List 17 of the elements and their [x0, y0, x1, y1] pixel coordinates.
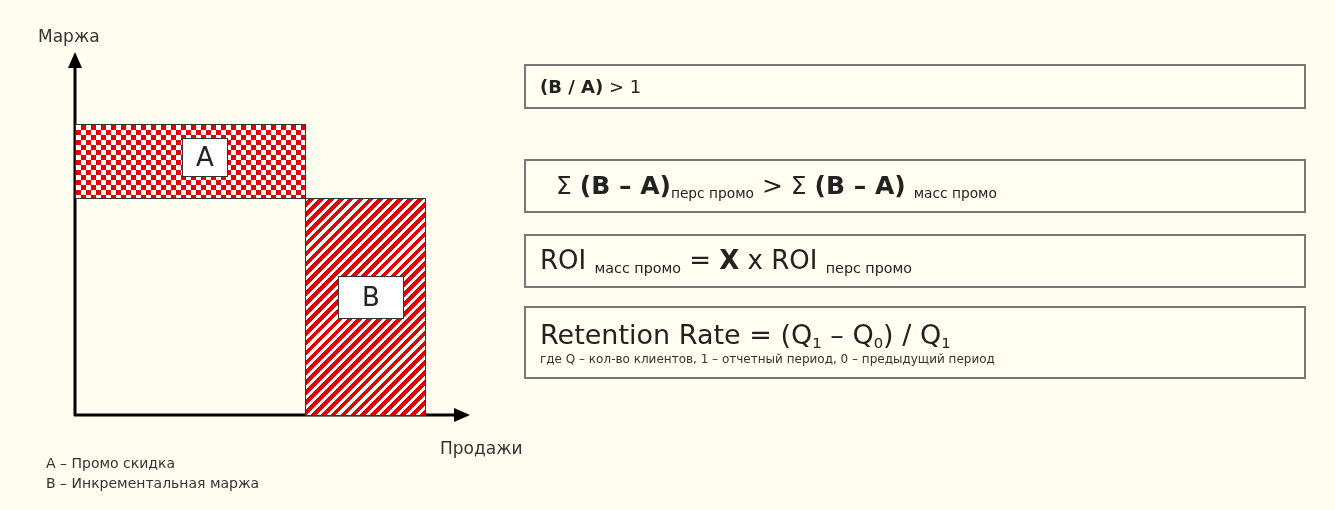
- legend-text: A – Промо скидка: [46, 455, 175, 471]
- formula-box: [524, 64, 1306, 109]
- formula-text: ROI $_{масс промо}$ = X x ROI $_{перс промо}$: [540, 245, 914, 277]
- axis-label: Продажи: [440, 438, 523, 458]
- striped-area: [305, 198, 426, 416]
- formula-box: [524, 159, 1306, 213]
- formula-box: [524, 306, 1306, 379]
- checkered-area: [75, 124, 306, 199]
- formula-note: где Q – кол-во клиентов, 1 – отчетный период, 0 – предыдущий период: [540, 352, 996, 367]
- axis-label: Маржа: [38, 26, 100, 46]
- region-letter: A: [182, 138, 228, 177]
- legend-text: B – Инкрементальная маржа: [46, 475, 260, 491]
- formula-text: (B / A) > 1: [540, 76, 643, 97]
- formula-box: [524, 234, 1306, 288]
- formula-text: Retention Rate = (Q$_{1}$ – Q$_{0}$) / Q$_{1}$: [540, 318, 952, 353]
- region-letter: B: [338, 276, 404, 319]
- formula-text: Σ (B – A)$_{перс промо}$ > Σ (B – A) $_{масс промо}$: [556, 170, 998, 202]
